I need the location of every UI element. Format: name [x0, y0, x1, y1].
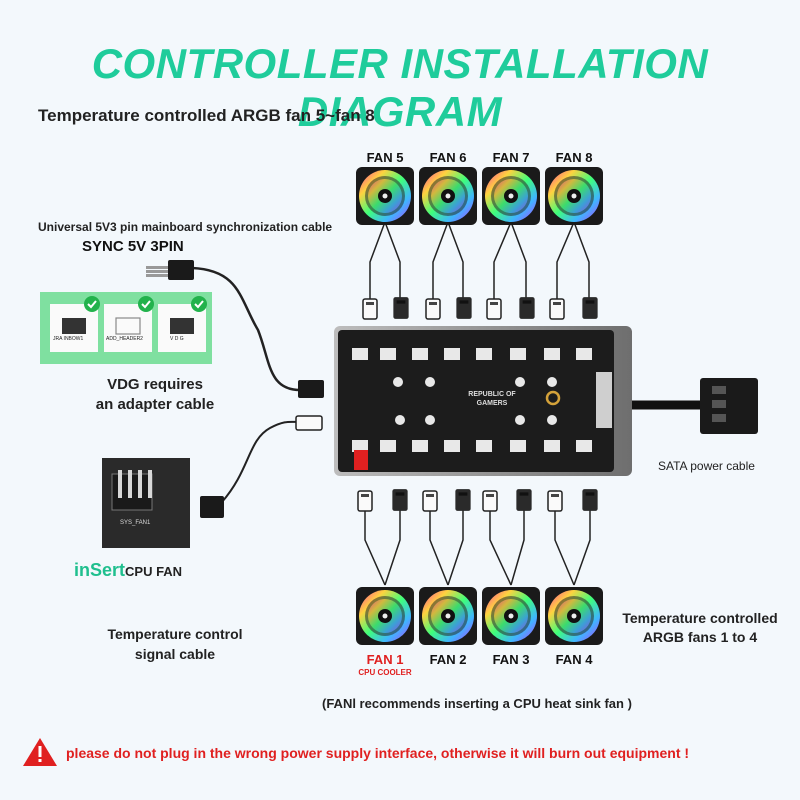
fan-8-label: FAN 8 [555, 150, 593, 165]
header-label-jra: JRA INBOW1 [53, 336, 84, 342]
fan-7-label: FAN 7 [492, 150, 530, 165]
mainboard-header-panels [40, 292, 212, 364]
insert-word: inSert [74, 560, 126, 580]
fan-2-label: FAN 2 [429, 652, 467, 667]
warning-text: please do not plug in the wrong power su… [66, 745, 690, 761]
temp-signal-cable [200, 415, 323, 518]
page-title: CONTROLLER INSTALLATION DIAGRAM [91, 40, 709, 135]
fan-1-note: CPU COOLER [358, 668, 412, 677]
fan-1-label: FAN 1 [366, 652, 404, 667]
sync-cable [146, 260, 324, 398]
fan-4-label: FAN 4 [555, 652, 593, 667]
vdg-note-line1: VDG requires [107, 376, 203, 393]
argb-fans-line1: Temperature controlled [622, 610, 778, 626]
controller-board [334, 326, 632, 476]
board-logo-line2: GAMERS [476, 400, 508, 407]
top-fan-cables [369, 221, 590, 300]
mainboard-fan-header [102, 458, 190, 548]
sata-label: SATA power cable [658, 459, 755, 473]
bottom-fan-cables [364, 510, 591, 586]
argb-fans-line2: ARGB fans 1 to 4 [642, 629, 758, 645]
fan-3-label: FAN 3 [492, 652, 530, 667]
fan1-recommendation: (FANl recommends inserting a CPU heat si… [322, 696, 632, 711]
sync-cable-desc: Universal 5V3 pin mainboard synchronizat… [38, 220, 333, 234]
insert-cpu-fan: inSertCPU FAN [74, 560, 182, 581]
bottom-fan-connectors [357, 489, 598, 512]
sata-cable [632, 378, 758, 434]
board-logo-line1: REPUBLIC OF [468, 391, 516, 398]
header-label-vdg: V D G [170, 336, 184, 342]
insert-rest: CPU FAN [125, 564, 183, 579]
header-label-add: ADD_HEADER2 [106, 336, 143, 342]
warning-triangle-icon [23, 738, 57, 766]
bottom-fans [356, 587, 603, 645]
temp-signal-line2: signal cable [134, 646, 216, 662]
temp-signal-line1: Temperature control [107, 626, 243, 642]
board-logo: REPUBLIC OF GAMERS [462, 390, 522, 408]
top-fans [356, 167, 603, 225]
fan-5-label: FAN 5 [366, 150, 404, 165]
top-fan-connectors [362, 297, 598, 320]
mb-header-label: SYS_FAN1 [120, 520, 151, 526]
fan-6-label: FAN 6 [429, 150, 467, 165]
subtitle: Temperature controlled ARGB fan 5~fan 8 [38, 106, 375, 125]
vdg-note-line2: an adapter cable [95, 396, 215, 413]
sync-cable-name: SYNC 5V 3PIN [82, 238, 184, 255]
